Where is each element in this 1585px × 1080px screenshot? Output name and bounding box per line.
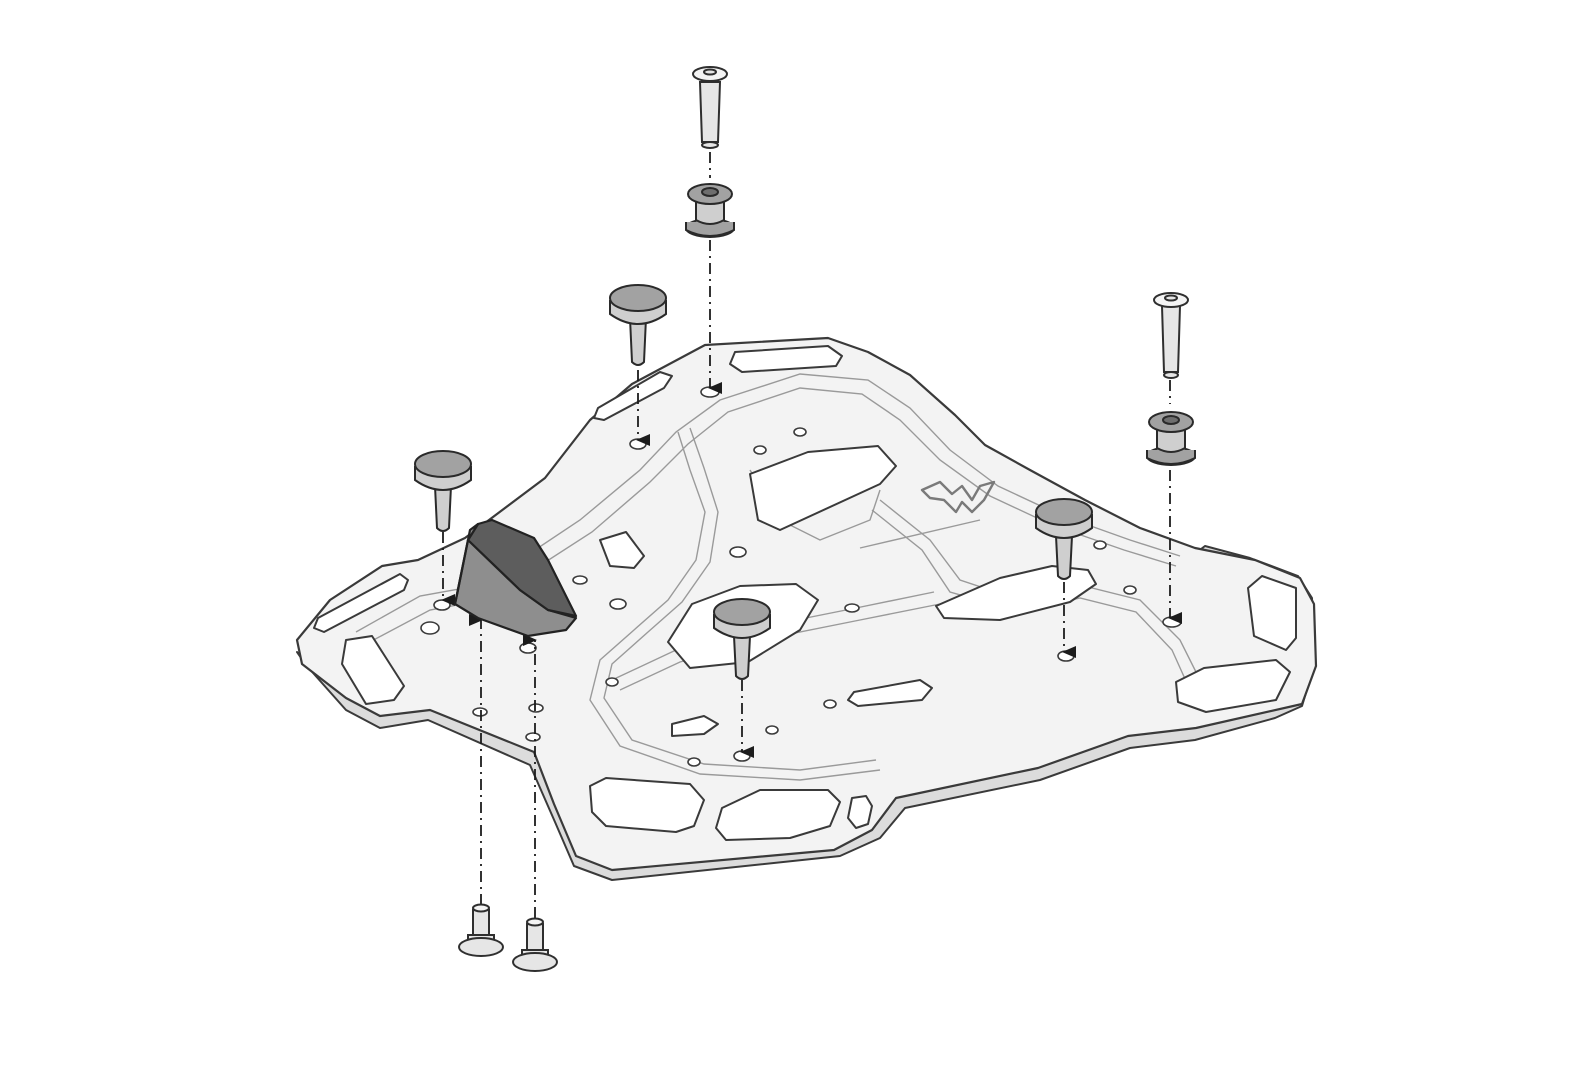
brand-logo-icon (920, 480, 996, 514)
mushroom-rubber-buffer (414, 450, 472, 532)
rubber-wedge (453, 518, 578, 638)
countersunk-screw (692, 66, 728, 149)
mushroom-rubber-buffer (1035, 498, 1093, 580)
rubber-bushing (685, 183, 735, 238)
rack-plate (295, 336, 1318, 881)
flange-screw (512, 917, 558, 972)
mushroom-rubber-buffer (713, 598, 771, 680)
countersunk-screw (1153, 292, 1189, 379)
mushroom-rubber-buffer (609, 284, 667, 366)
flange-screw (458, 903, 504, 957)
leader-lines (441, 152, 1182, 918)
rack-plate-cutouts (313, 345, 1297, 841)
rubber-bushing (1146, 411, 1196, 466)
